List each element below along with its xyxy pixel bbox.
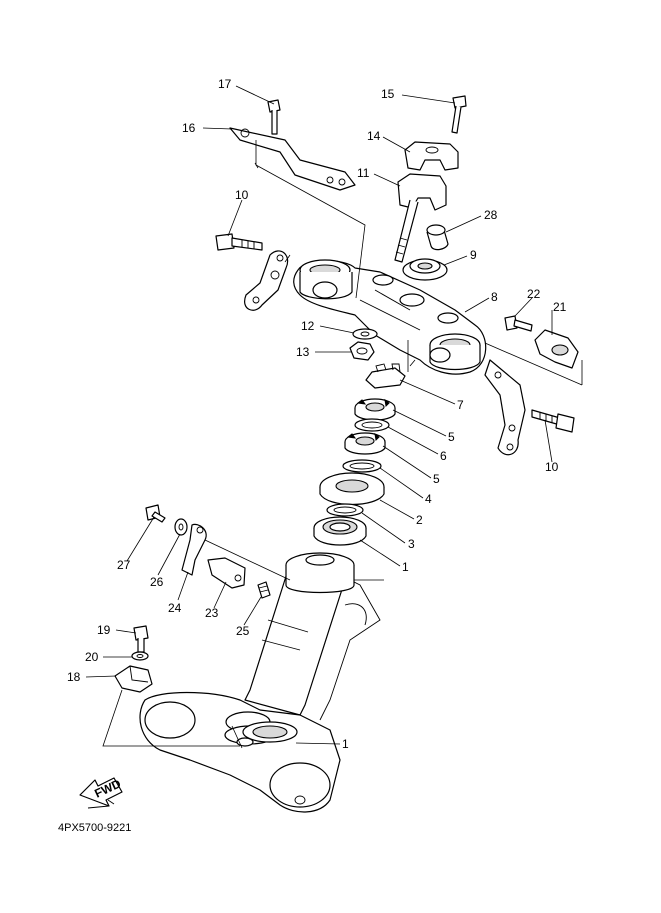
callout-10-left: 10 — [235, 188, 249, 202]
callout-27: 27 — [117, 558, 131, 572]
left-headlight-bracket — [244, 250, 289, 311]
part-21-clamp — [534, 329, 579, 369]
part-4-washer — [342, 459, 382, 473]
part-15-bolt — [451, 95, 467, 134]
part-1-upper-bearing — [313, 516, 367, 546]
part-27-screw — [145, 504, 166, 523]
callout-21: 21 — [553, 300, 567, 314]
part-9-steering-nut — [402, 258, 448, 281]
fwd-arrow: FWD — [79, 776, 123, 809]
part-17-bolt — [267, 99, 281, 135]
part-5-upper-ring-nut — [354, 398, 396, 421]
diagram-code: 4PX5700-9221 — [58, 822, 131, 834]
part-18-clamp — [114, 665, 153, 693]
right-headlight-bracket — [484, 359, 526, 456]
callout-1-upper: 1 — [402, 560, 409, 574]
callout-5-upper: 5 — [448, 430, 455, 444]
callout-13: 13 — [296, 345, 310, 359]
callout-25: 25 — [236, 624, 250, 638]
callout-24: 24 — [168, 601, 182, 615]
callout-22: 22 — [527, 287, 541, 301]
part-20-washer — [131, 651, 149, 661]
callout-20: 20 — [85, 650, 99, 664]
callout-7: 7 — [457, 398, 464, 412]
callout-1-lower: 1 — [342, 737, 349, 751]
part-22-bolt — [504, 315, 533, 332]
part-6-washer — [354, 418, 390, 432]
callout-8: 8 — [491, 290, 498, 304]
callout-2: 2 — [416, 513, 423, 527]
part-2-ball-race-cover — [319, 472, 385, 505]
part-5-lower-ring-nut — [344, 432, 386, 455]
part-19-bolt — [133, 625, 149, 653]
part-10-right-bolt — [531, 409, 575, 433]
callout-10-right: 10 — [545, 460, 559, 474]
callout-19: 19 — [97, 623, 111, 637]
callout-5-lower: 5 — [433, 472, 440, 486]
part-12-washer — [352, 328, 378, 340]
callout-4: 4 — [425, 492, 432, 506]
part-16-cable-guide-bracket — [229, 127, 356, 191]
callout-15: 15 — [381, 87, 395, 101]
part-23-switch — [207, 557, 246, 589]
part-28-cap — [426, 224, 449, 251]
callout-14: 14 — [367, 129, 381, 143]
callout-18: 18 — [67, 670, 81, 684]
callout-16: 16 — [182, 121, 196, 135]
callout-numbers: 17 16 15 14 11 10 28 9 8 22 21 12 13 7 5… — [67, 77, 567, 751]
part-7-lock-washer — [365, 363, 406, 389]
callout-9: 9 — [470, 248, 477, 262]
steering-stem-lower-bracket — [139, 552, 381, 813]
callout-23: 23 — [205, 606, 219, 620]
callout-3: 3 — [408, 537, 415, 551]
part-11-lower-handlebar-holder — [394, 173, 447, 263]
part-25-spring — [257, 581, 271, 599]
callout-26: 26 — [150, 575, 164, 589]
part-13-nut — [349, 341, 375, 361]
leader-lines — [85, 85, 583, 749]
callout-17: 17 — [218, 77, 232, 91]
part-10-left-bolt — [215, 233, 263, 251]
part-24-bracket — [181, 523, 207, 576]
callout-11: 11 — [357, 166, 370, 180]
part-14-upper-handlebar-holder — [404, 141, 459, 171]
part-8-upper-bracket — [293, 259, 487, 375]
callout-12: 12 — [301, 319, 315, 333]
part-3-seal — [326, 503, 364, 517]
part-26-washer — [174, 518, 188, 536]
callout-28: 28 — [484, 208, 498, 222]
callout-6: 6 — [440, 449, 447, 463]
